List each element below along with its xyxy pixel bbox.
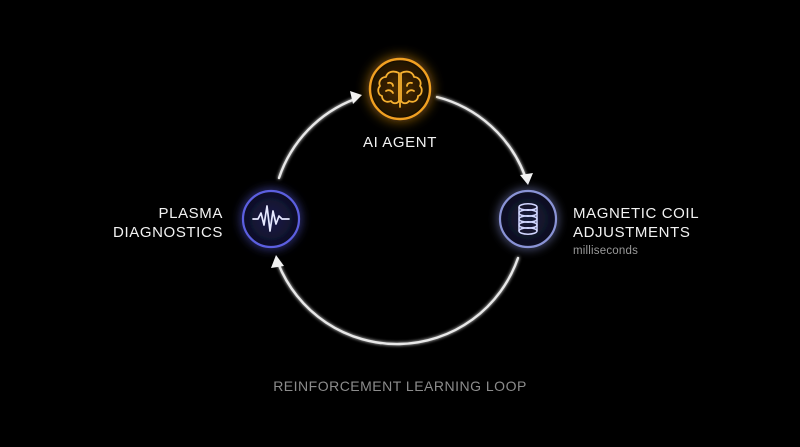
node-plasma-diagnostics bbox=[241, 189, 301, 249]
arc-agent-to-coil bbox=[435, 95, 527, 178]
loop-caption-text: REINFORCEMENT LEARNING LOOP bbox=[273, 378, 527, 394]
magnetic-coil-label: MAGNETIC COIL ADJUSTMENTS milliseconds bbox=[573, 204, 773, 258]
plasma-label-line-1: PLASMA bbox=[158, 205, 223, 222]
brain-icon bbox=[377, 70, 423, 108]
ai-agent-label: AI AGENT bbox=[0, 133, 800, 152]
arrowhead-to-agent bbox=[350, 91, 362, 104]
plasma-diagnostics-label: PLASMA DIAGNOSTICS bbox=[110, 204, 223, 242]
arrowhead-to-plasma bbox=[271, 255, 284, 268]
node-ai-agent bbox=[368, 57, 432, 121]
coil-label-line-2: ADJUSTMENTS bbox=[573, 224, 691, 241]
coil-sublabel: milliseconds bbox=[573, 245, 639, 257]
loop-caption: REINFORCEMENT LEARNING LOOP bbox=[0, 377, 800, 396]
loop-ring bbox=[276, 95, 527, 346]
arc-coil-to-plasma bbox=[276, 256, 520, 346]
coil-icon bbox=[518, 203, 538, 235]
plasma-label-line-2: DIAGNOSTICS bbox=[113, 224, 223, 241]
node-magnetic-coil bbox=[498, 189, 558, 249]
waveform-icon bbox=[252, 205, 290, 232]
arrowhead-to-coil bbox=[520, 173, 533, 185]
ai-agent-label-text: AI AGENT bbox=[363, 134, 437, 151]
coil-label-line-1: MAGNETIC COIL bbox=[573, 205, 700, 222]
arrowheads bbox=[271, 91, 533, 268]
arc-plasma-to-agent bbox=[277, 97, 357, 180]
